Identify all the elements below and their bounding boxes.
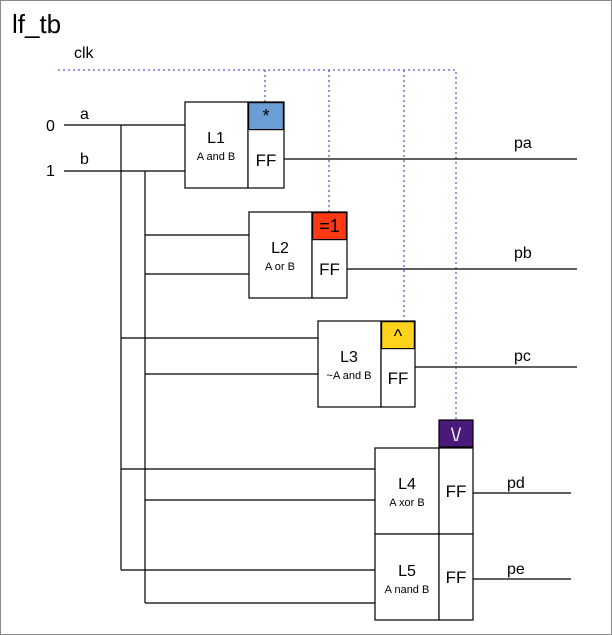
input-b-value: 1 [46,163,55,180]
diagram-title: lf_tb [12,9,61,39]
block-l5-id: L5 [398,563,416,580]
block-l1-op: * [262,106,269,126]
block-l4: L4 A xor B FF [374,447,474,535]
block-l3-logic [317,320,382,408]
block-l1-id: L1 [207,130,225,147]
block-l5-ff [438,533,474,621]
output-pd-label: pd [507,475,525,492]
block-l4-op-badge [438,419,474,448]
output-pe-label: pe [507,561,525,578]
block-l5-ff-label: FF [446,568,467,587]
block-l4-function: A xor B [389,497,424,509]
block-l4-ff-label: FF [446,482,467,501]
block-l2-op: =1 [319,216,340,236]
input-wires [64,124,375,604]
block-l5-logic [374,533,440,621]
block-l3-function: ~A and B [327,370,372,382]
block-l4-id: L4 [398,476,416,493]
block-l3-id: L3 [340,349,358,366]
block-l5-function: A nand B [385,584,430,596]
block-l5: L5 A nand B FF [374,533,474,621]
output-wires [284,158,577,580]
block-l3: ^ L3 ~A and B FF [317,320,416,408]
input-b-name: b [80,151,89,168]
block-l3-op-badge [381,321,416,350]
block-l2-op-badge [312,212,348,241]
block-l4-logic [374,447,440,535]
input-a-name: a [80,106,89,123]
output-pc-label: pc [514,348,531,365]
block-l2: =1 L2 A or B FF [248,211,348,299]
block-l1: * L1 A and B FF [184,101,285,189]
input-a-value: 0 [46,118,55,135]
block-l4-op: \/ [451,425,461,445]
clock-label: clk [74,45,95,62]
clock-line-main [58,69,457,420]
block-l3-ff-label: FF [388,369,409,388]
block-l1-op-badge [248,101,285,131]
block-l1-ff-label: FF [256,151,277,170]
block-l2-function: A or B [265,261,295,273]
block-l2-ff-label: FF [319,260,340,279]
block-l2-logic [248,211,313,299]
clock-bus [58,69,457,420]
output-pb-label: pb [514,245,532,262]
block-l3-op: ^ [394,326,403,346]
block-l2-id: L2 [271,240,289,257]
block-l1-function: A and B [197,151,236,163]
output-pa-label: pa [514,135,532,152]
